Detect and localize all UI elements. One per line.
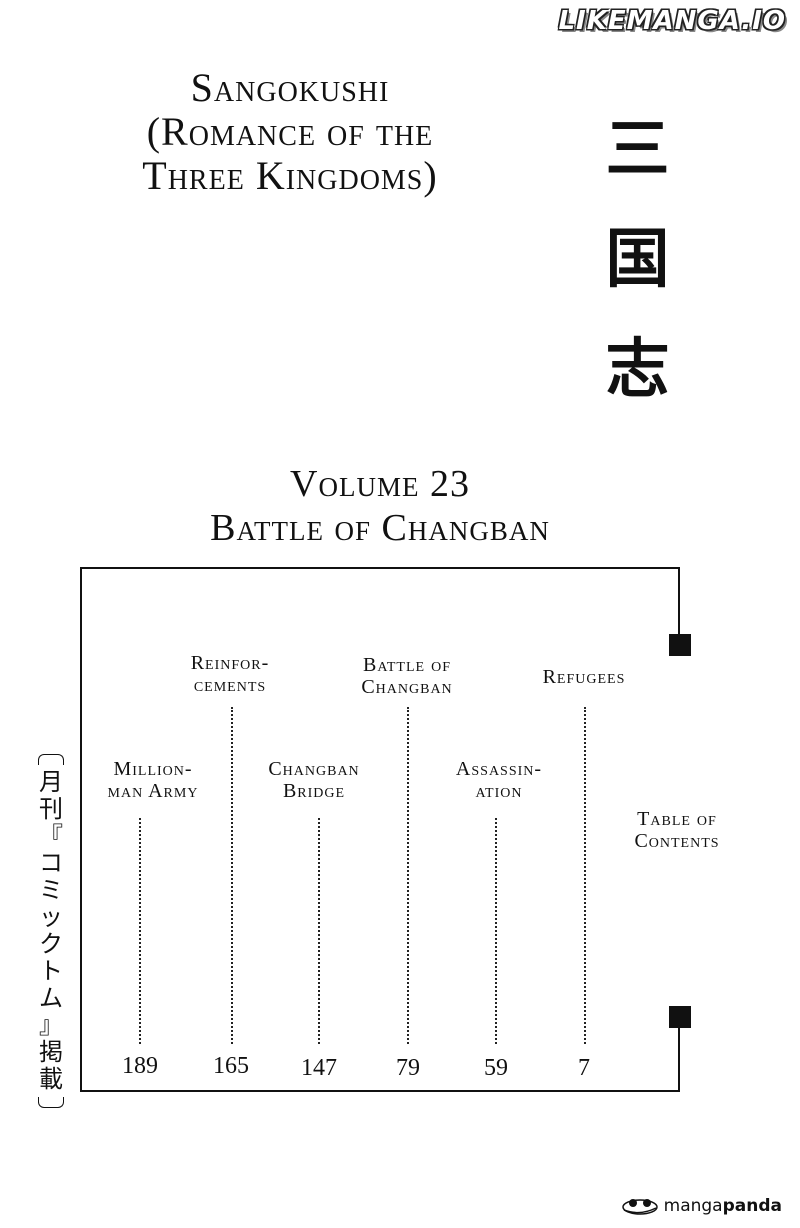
- title-line: Three Kingdoms): [142, 153, 438, 198]
- toc-entry-label: Million-man Army: [107, 758, 199, 802]
- toc-frame-edge: [678, 1020, 680, 1092]
- toc-leader-dots: [231, 707, 233, 1044]
- toc-page-number: 147: [301, 1055, 337, 1081]
- volume-heading: Volume 23 Battle of Changban: [0, 462, 760, 550]
- toc-entry-label: Refugees: [542, 666, 626, 688]
- toc-page-number: 79: [396, 1055, 420, 1081]
- volume-number: Volume 23: [290, 463, 470, 505]
- toc-frame: [80, 567, 679, 1092]
- kanji-title-char: 国: [605, 223, 670, 297]
- toc-leader-dots: [318, 818, 320, 1044]
- title-line: (Romance of the: [146, 109, 434, 154]
- panda-logo-icon: [620, 1194, 660, 1216]
- watermark: LIKEMANGA.IO: [558, 6, 786, 36]
- volume-subtitle: Battle of Changban: [210, 507, 550, 549]
- toc-page-number: 7: [578, 1055, 590, 1081]
- toc-leader-dots: [584, 707, 586, 1044]
- toc-page-number: 59: [484, 1055, 508, 1081]
- serialization-note: 月 刊 『 コ ミ ッ ク ト ム 』 掲 載: [34, 754, 68, 1108]
- title-line: Sangokushi: [190, 65, 390, 110]
- toc-leader-dots: [495, 818, 497, 1044]
- kanji-title-char: 三: [605, 113, 670, 187]
- toc-leader-dots: [407, 707, 409, 1044]
- toc-page-number: 189: [122, 1053, 158, 1079]
- toc-page-number: 165: [213, 1053, 249, 1079]
- toc-marker-square: [669, 634, 691, 656]
- toc-entry-label: Assassin-ation: [455, 758, 543, 802]
- bracket-bottom: [38, 1097, 64, 1108]
- mangapanda-logo: mangapanda: [620, 1194, 782, 1216]
- toc-leader-dots: [139, 818, 141, 1044]
- toc-frame-edge: [678, 567, 680, 637]
- toc-entry-label: Reinfor-cements: [190, 652, 270, 696]
- book-title: Sangokushi (Romance of the Three Kingdom…: [80, 66, 500, 198]
- toc-marker-square: [669, 1006, 691, 1028]
- bracket-top: [38, 754, 64, 765]
- kanji-title-char: 志: [605, 333, 670, 407]
